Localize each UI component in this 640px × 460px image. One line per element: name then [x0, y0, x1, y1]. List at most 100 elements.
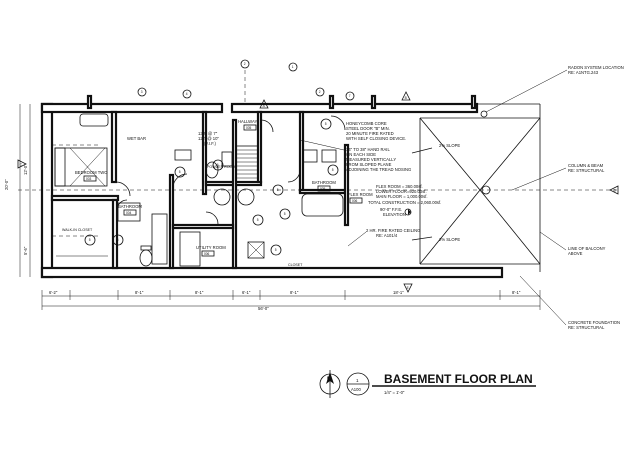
section-mark-icon: B	[401, 91, 411, 101]
water-heater	[179, 231, 201, 267]
wet-bar-sink	[174, 149, 192, 161]
title-block: N 1 A100 BASEMENT FLOOR PLAN 1/4" = 1'-0…	[319, 370, 536, 398]
door-swings	[115, 115, 346, 225]
room-label-walk-in-closet: WALK-IN CLOSET	[62, 228, 93, 232]
svg-text:5: 5	[179, 170, 181, 174]
title-scale: 1/4" = 1'-0"	[384, 390, 405, 395]
room-tag-bathroom-right: 005	[320, 187, 326, 191]
north-wall-left	[40, 102, 224, 114]
north-wall-right	[230, 102, 479, 114]
window-tag: 2	[240, 59, 250, 69]
section-mark-icon: C	[17, 159, 27, 169]
note-handrail-1: 34" TO 38" HAND RAIL	[346, 147, 390, 152]
room-tag-flex-room: 006	[352, 199, 358, 203]
window-tag: 1	[288, 62, 298, 72]
note-door-3: 20 MINUTE FIRE RATED	[346, 131, 394, 136]
window-tag: 7	[345, 91, 355, 101]
svg-text:7: 7	[349, 94, 351, 98]
room-label-powder-room: POWDER ROOM	[207, 165, 235, 169]
room-label-bathroom-right: BATHROOM	[312, 180, 336, 185]
room-tag-bathroom-left: 004	[126, 211, 132, 215]
callout-column-2: RE: STRUCTURAL	[568, 168, 605, 173]
note-handrail-3: MEASURED VERTICALLY	[346, 157, 396, 162]
note-area-lower: LOWER FLOOR=920.00sf.	[376, 189, 427, 194]
dim-left-2: 12'-0"	[23, 164, 28, 175]
note-handrail-5: ADJOINING THE TREAD NOSING	[346, 167, 411, 172]
page-title: BASEMENT FLOOR PLAN	[384, 372, 533, 386]
svg-text:5: 5	[117, 238, 119, 242]
title-sheet: A100	[351, 387, 361, 392]
vanity	[117, 202, 141, 222]
general-notes: 13 R @ 7" 12 T @ 10" (V.I.F.) HONEYCOMB …	[198, 121, 460, 247]
callout-foundation-2: RE: STRUCTURAL	[568, 325, 605, 330]
callout-column-1: COLUMN & BEAM	[568, 163, 604, 168]
dimensions: 6'-2" 8'-1" 8'-1" 6'-1" 8'-1" 18'-1" 8'-…	[4, 104, 541, 311]
section-mark-icon: D	[609, 185, 619, 195]
door-tag: 5	[174, 166, 186, 178]
exterior-walls	[40, 94, 541, 279]
window-tag: 3	[137, 87, 147, 97]
svg-text:A: A	[263, 104, 266, 108]
dryer	[237, 188, 255, 206]
door-tag: 6	[212, 159, 224, 171]
south-wall	[40, 266, 504, 279]
note-risers-2: 12 T @ 10"	[198, 136, 219, 141]
title-number: 1	[356, 378, 359, 383]
note-area-main: MAIN FLOOR = 1,000.00sf.	[376, 194, 428, 199]
svg-text:2: 2	[319, 90, 321, 94]
elevation-marker-icon	[404, 208, 412, 216]
svg-text:E: E	[407, 286, 409, 290]
callout-balcony-2: ABOVE	[568, 251, 583, 256]
door-tag: 5	[270, 244, 282, 256]
dim-top-3: 8'-1"	[195, 290, 204, 295]
room-label-bedroom-two: BEDROOM TWO	[75, 170, 108, 175]
svg-text:1: 1	[292, 65, 294, 69]
door-tag: 5	[327, 164, 339, 176]
shower	[151, 213, 168, 265]
dim-top-6: 18'-1"	[393, 290, 404, 295]
room-labels: BEDROOM TWO 003 BATHROOM 004 WALK-IN CLO…	[62, 119, 373, 267]
dim-top-1: 6'-2"	[49, 290, 58, 295]
dim-left-3: 5'-6"	[23, 246, 28, 255]
washer	[213, 188, 231, 206]
callout-radon-2: RE: A1NTG.243	[568, 70, 599, 75]
svg-text:5: 5	[325, 122, 327, 126]
svg-text:5: 5	[89, 238, 91, 242]
door-tag: 5	[252, 214, 264, 226]
svg-text:5: 5	[284, 212, 286, 216]
toilet	[139, 249, 153, 267]
fixtures	[54, 113, 344, 267]
radon-marker-icon	[480, 110, 488, 118]
svg-text:2: 2	[244, 62, 246, 66]
dim-top-2: 8'-1"	[135, 290, 144, 295]
note-door-1: HONEYCOMB CORE	[346, 121, 387, 126]
room-label-utility-room: UTILITY ROOM	[196, 245, 226, 250]
callout-radon-1: RADON SYSTEM LOCATION	[568, 65, 624, 70]
callout-balcony-1: LINE OF BALCONY	[568, 246, 606, 251]
sofa	[79, 113, 109, 127]
bed	[54, 147, 108, 187]
sump	[247, 241, 265, 259]
dim-top-5: 8'-1"	[290, 290, 299, 295]
note-door-4: WITH SELF CLOSING DEVICE.	[346, 136, 406, 141]
room-label-closet: CLOSET	[288, 263, 303, 267]
stair	[235, 145, 259, 183]
svg-text:6: 6	[217, 163, 219, 167]
column-marker-icon	[481, 185, 491, 195]
room-label-flex-room: FLEX ROOM	[348, 192, 373, 197]
dim-top-4: 6'-1"	[242, 290, 251, 295]
door-tag: 5	[320, 118, 332, 130]
svg-text:4: 4	[186, 92, 188, 96]
note-risers-3: (V.I.F.)	[204, 141, 217, 146]
dim-top-7: 8'-1"	[512, 290, 521, 295]
grid-lines	[18, 70, 620, 237]
sink	[302, 149, 318, 163]
note-ceiling-2: RE: A101/4	[376, 233, 398, 238]
note-area-total: TOTAL CONSTRUCTION = 2,060.00sf.	[368, 200, 441, 205]
door-tag: 5	[84, 234, 96, 246]
note-risers-1: 13 R @ 7"	[198, 131, 218, 136]
room-label-wet-bar: WET BAR	[127, 136, 146, 141]
dim-left-1: 20'-0"	[4, 179, 9, 190]
dim-overall: 56'-0"	[258, 306, 269, 311]
note-handrail-2: ON EACH SIDE	[346, 152, 376, 157]
